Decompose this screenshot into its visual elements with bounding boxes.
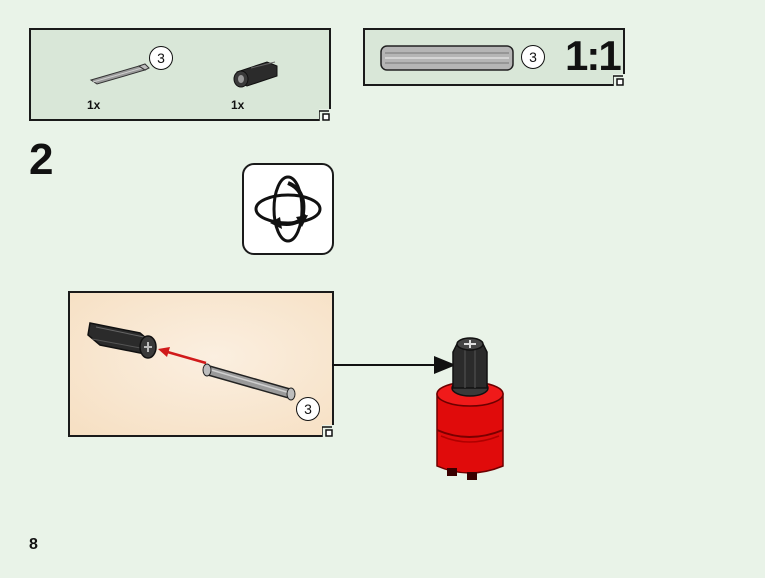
callout-pointer-arrow [332,356,456,374]
corner-marker [322,425,334,437]
scale-reference-box: 3 1:1 [363,28,625,86]
parts-list-box: 3 1x 1x [29,28,331,121]
axle-scale-icon [380,45,514,71]
sub-assembly-callout: 3 [68,291,334,437]
part-number-badge: 3 [149,46,173,70]
part-number-badge: 3 [296,397,320,421]
corner-marker [319,109,331,121]
model-assembly-illustration [436,337,504,480]
page-number: 8 [29,536,38,553]
step-number: 2 [29,135,54,184]
rotate-model-icon [242,163,334,255]
axle-connector-part [87,322,157,359]
axle-3-icon [89,63,150,85]
part-quantity: 1x [87,98,101,112]
corner-marker [613,74,625,86]
part-quantity: 1x [231,98,245,112]
scale-label: 1:1 [565,32,622,79]
insert-arrow [158,347,207,365]
sub-assembly-illustration [87,322,296,401]
axle-connector-icon [233,61,278,88]
axle-3-part [202,363,296,401]
part-number-badge: 3 [521,45,545,69]
